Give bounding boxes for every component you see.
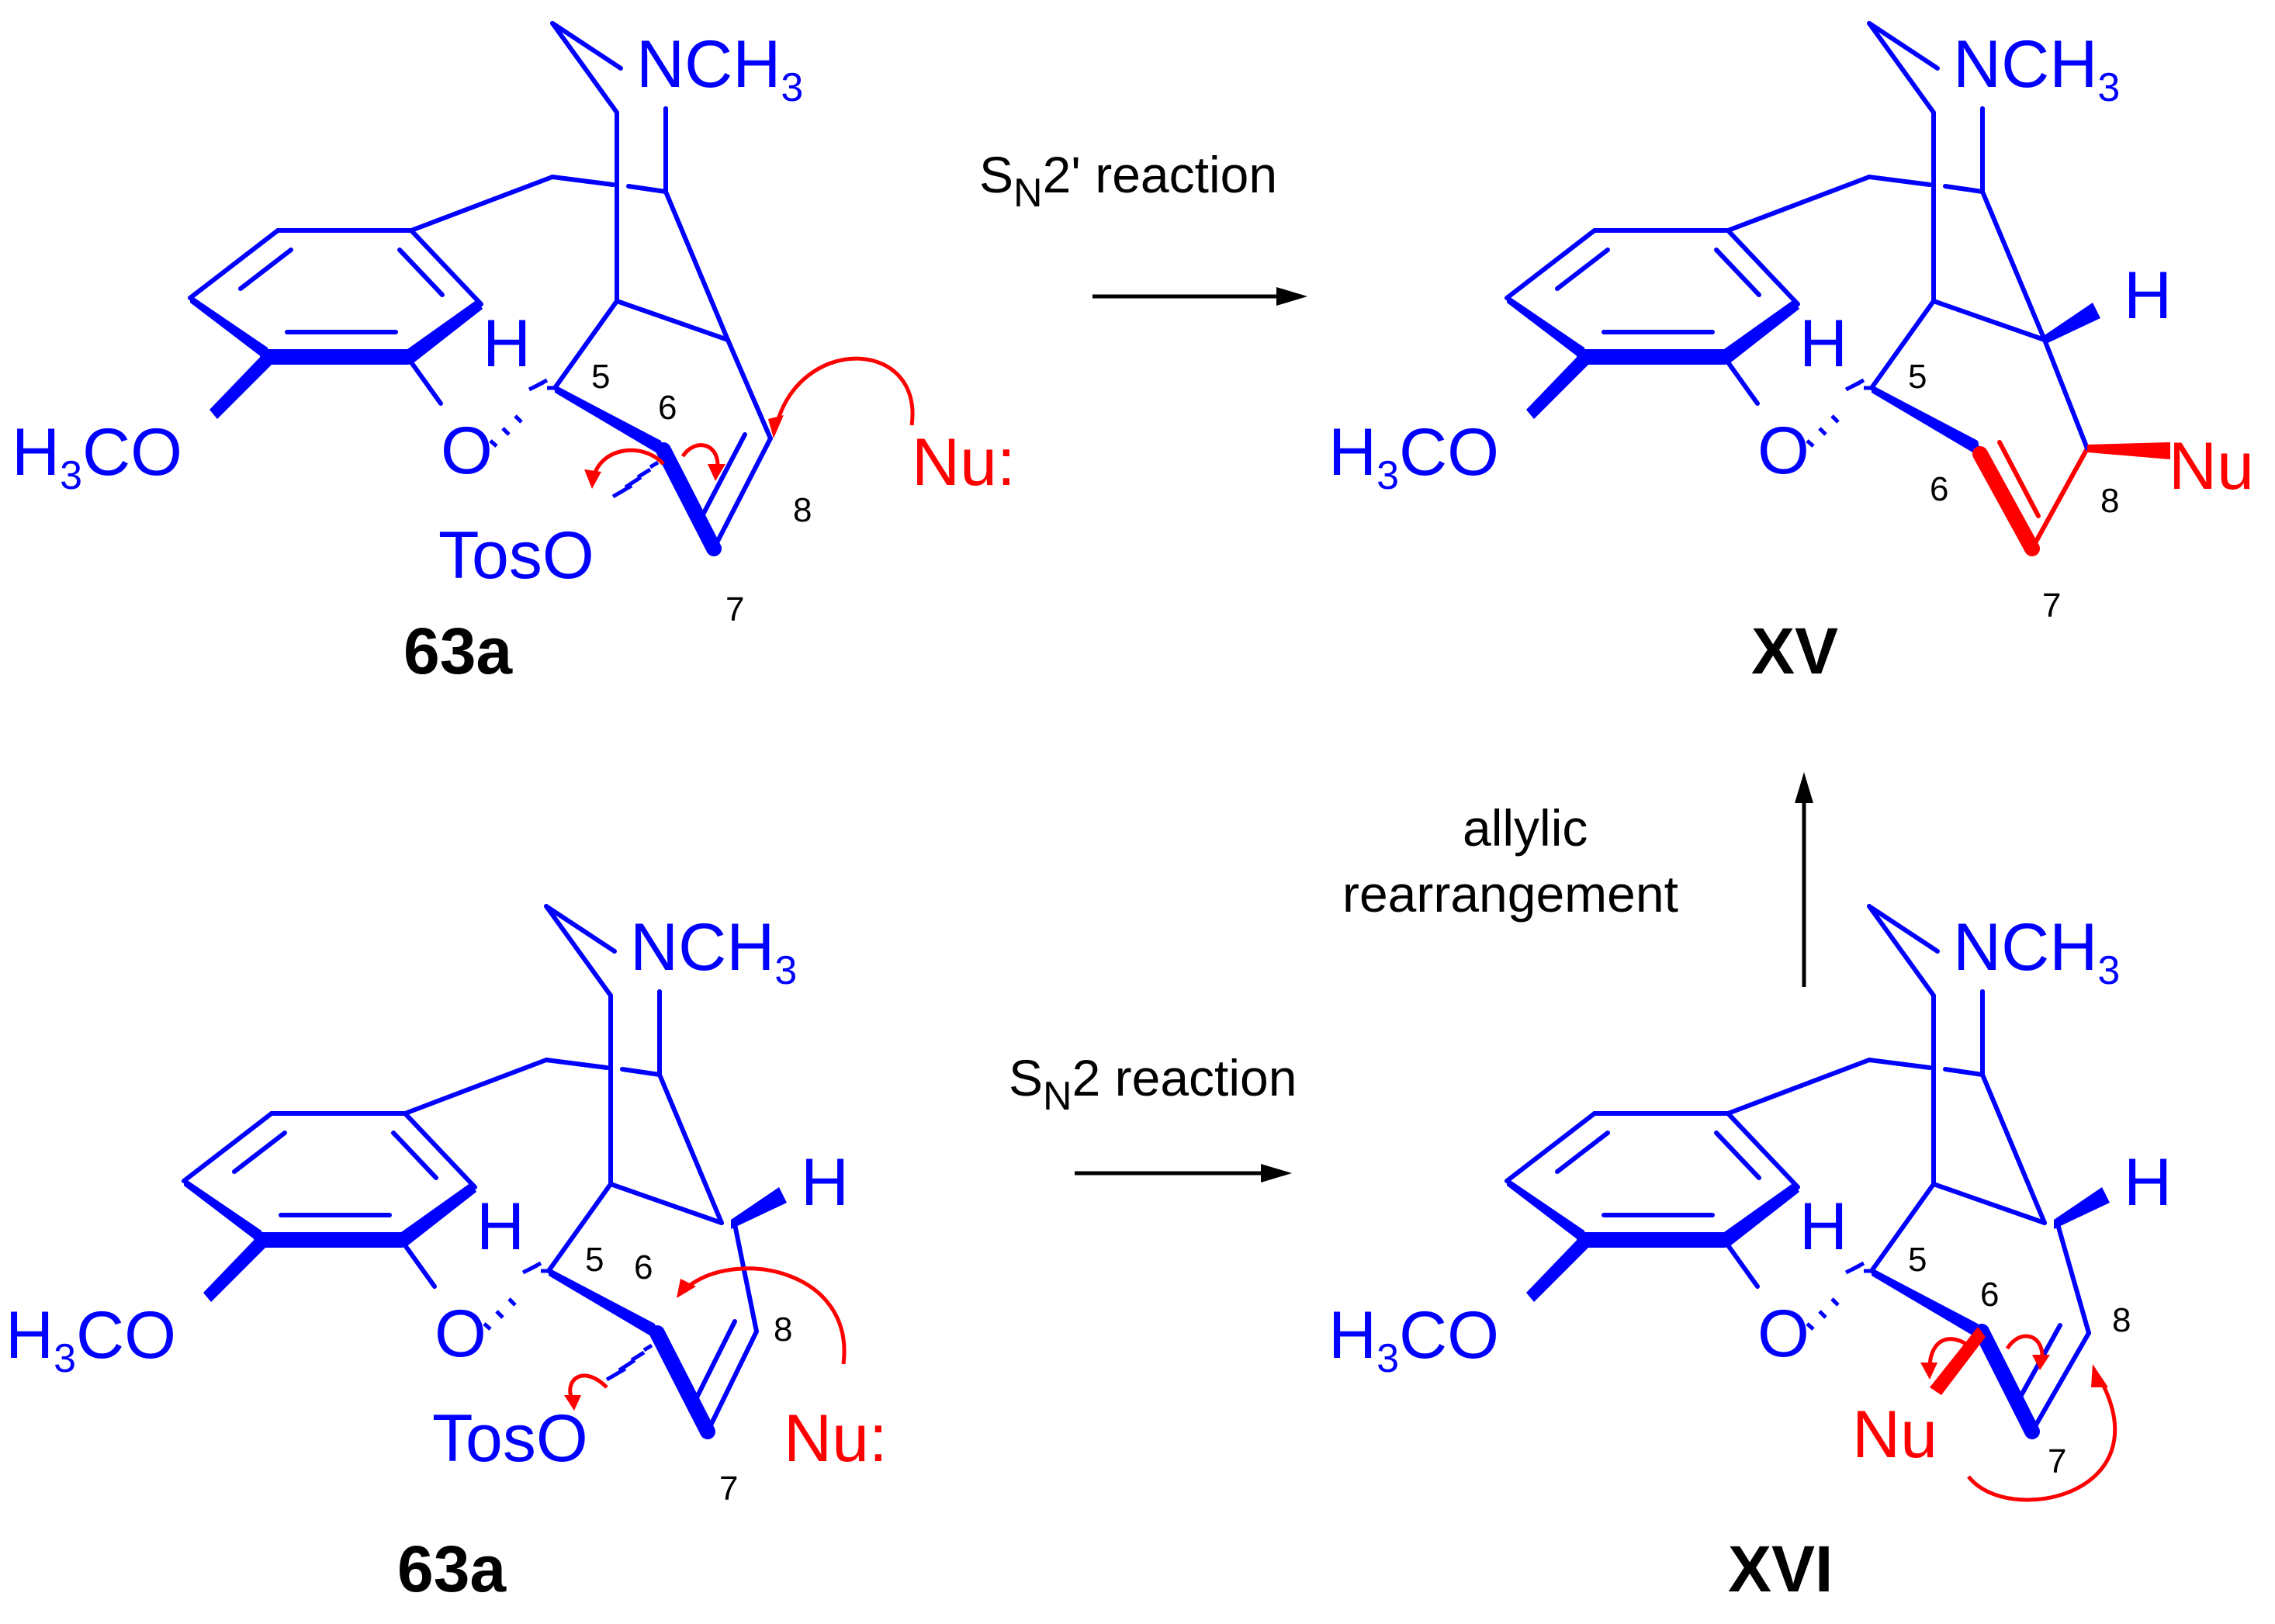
carbon-5-label: 5 (1908, 358, 1927, 396)
hydrogen-c14-label: H (2124, 1145, 2172, 1220)
sn2prime-arrow (1092, 287, 1307, 306)
ether-oxygen-label: O (1757, 414, 1809, 488)
molecule-63a-bottom: NCH3 H3CO O H H TosO Nu: 5 6 8 7 63a (5, 906, 888, 1605)
carbon-6-label: 6 (634, 1248, 653, 1286)
sn2-arrow (1075, 1164, 1292, 1183)
hydrogen-c5-label: H (1799, 1189, 1847, 1264)
allylic-condition-line2: rearrangement (1342, 865, 1678, 923)
compound-label-XVI: XVI (1728, 1532, 1833, 1605)
carbon-7-label: 7 (725, 590, 744, 628)
nucleophile-label: Nu: (784, 1401, 888, 1476)
n-methyl-label: NCH3 (1953, 910, 2120, 993)
tosylate-label: TosO (438, 518, 594, 593)
carbon-7-label: 7 (2042, 587, 2061, 625)
compound-label-63a: 63a (397, 1532, 507, 1605)
allylic-arrow (1795, 772, 1813, 987)
hydrogen-c14-label: H (801, 1145, 849, 1220)
hydrogen-c5-label: H (483, 306, 531, 381)
carbon-7-label: 7 (2048, 1442, 2066, 1480)
hydrogen-c5-label: H (476, 1189, 525, 1264)
carbon-6-label: 6 (1930, 470, 1948, 508)
carbon-5-label: 5 (585, 1241, 604, 1279)
carbon-6-label: 6 (658, 389, 677, 427)
carbon-5-label: 5 (1908, 1241, 1927, 1279)
carbon-8-label: 8 (2100, 482, 2119, 520)
molecule-XVI: NCH3 H3CO O H H Nu 5 6 8 7 XVI (1328, 906, 2172, 1605)
carbon-5-label: 5 (591, 358, 610, 396)
tosylate-label: TosO (432, 1401, 588, 1476)
methoxy-label: H3CO (5, 1298, 176, 1381)
compound-label-XV: XV (1751, 615, 1838, 687)
carbon-6-label: 6 (1980, 1276, 1999, 1314)
nucleophile-label: Nu (1852, 1397, 1937, 1472)
compound-label-63a: 63a (403, 615, 513, 687)
allylic-condition-line1: allylic (1463, 799, 1588, 857)
ether-oxygen-label: O (435, 1297, 487, 1371)
n-methyl-label: NCH3 (630, 910, 797, 993)
hydrogen-c5-label: H (1799, 306, 1847, 381)
ether-oxygen-label: O (1757, 1297, 1809, 1371)
nucleophile-label: Nu (2169, 429, 2254, 504)
n-methyl-label: NCH3 (636, 27, 803, 110)
carbon-7-label: 7 (719, 1470, 738, 1508)
molecule-XV: NCH3 H3CO O H H Nu 5 6 8 7 XV (1328, 23, 2254, 687)
ether-oxygen-label: O (441, 414, 493, 488)
nucleophile-label: Nu: (912, 425, 1016, 500)
methoxy-label: H3CO (1328, 415, 1499, 498)
methoxy-label: H3CO (12, 415, 182, 498)
sn2prime-condition: SN2' reaction (979, 146, 1277, 216)
n-methyl-label: NCH3 (1953, 27, 2120, 110)
molecule-63a-top: NCH3 H3CO O H TosO Nu: 5 6 8 7 63a (12, 23, 1016, 687)
carbon-8-label: 8 (2112, 1301, 2131, 1339)
carbon-8-label: 8 (774, 1311, 792, 1349)
hydrogen-c14-label: H (2124, 258, 2172, 333)
methoxy-label: H3CO (1328, 1298, 1499, 1381)
sn2-condition: SN2 reaction (1009, 1049, 1297, 1119)
carbon-8-label: 8 (793, 491, 812, 529)
